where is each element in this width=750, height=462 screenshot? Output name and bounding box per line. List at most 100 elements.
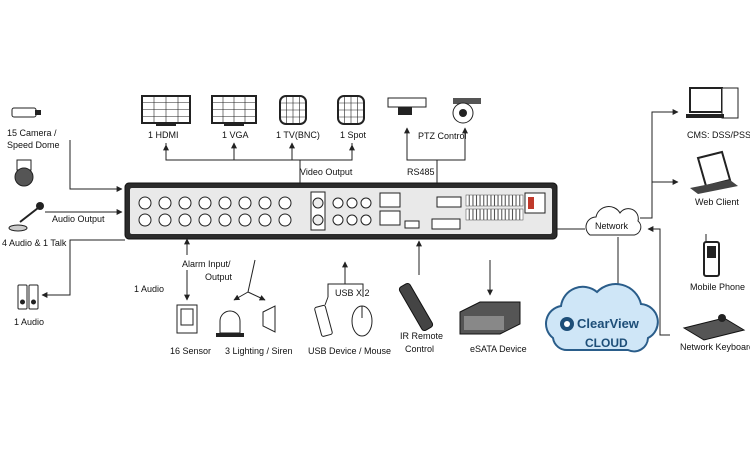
audio-output-label: Audio Output [52,214,105,224]
esata-device-icon [459,301,521,335]
camera-icon [11,107,41,187]
bnc-port [178,196,192,210]
video-output-label: Video Output [300,167,353,177]
bnc-port [198,196,212,210]
bnc-port [258,196,272,210]
terminal-pin [512,194,517,207]
microphone-icon [8,202,44,232]
terminal-block [465,194,524,221]
terminal-pin [501,194,506,207]
bnc-ports [138,196,372,227]
terminal-pin [516,208,520,221]
cms-label: CMS: DSS/PSS [687,130,750,140]
terminal-pin [480,194,484,207]
terminal-pin [483,194,488,207]
lighting-label: 3 Lighting / Siren [225,346,293,356]
siren-icon [216,305,276,337]
bnc-port [258,213,272,227]
ptz-camera-icon [387,97,481,124]
terminal-pin [490,194,495,207]
bnc-port [158,196,172,210]
terminal-pin [490,208,495,221]
ptz-label: PTZ Control [418,131,467,141]
bnc-port [178,213,192,227]
audio-port [360,214,372,226]
terminal-pin [505,194,509,207]
terminal-pin [516,194,520,207]
terminal-pin [480,208,484,221]
usb-device-label: USB Device / Mouse [308,346,391,356]
ir-remote-label: IR Remote [400,331,443,341]
sensor-label: 16 Sensor [170,346,211,356]
terminal-pin [472,194,477,207]
alarm-label: Alarm Input/ [182,259,231,269]
terminal-pin [519,208,524,221]
terminal-pin [494,194,499,207]
terminal-pin [519,194,524,207]
cloud-sub: CLOUD [585,336,628,350]
speaker-icon [17,284,39,310]
network-cloud-small [585,206,642,236]
bnc-port [138,213,152,227]
cloud-brand: ClearView [577,316,640,331]
bnc-port [218,213,232,227]
bnc-port [158,213,172,227]
clearview-cloud: ClearView CLOUD [545,283,659,353]
terminal-pin [469,208,473,221]
audio-left-label: 1 Audio [14,317,44,327]
network-label: Network [595,221,629,231]
bnc-port [238,196,252,210]
bnc-port [238,213,252,227]
ir-remote-control-label: Control [405,344,434,354]
terminal-pin [498,194,502,207]
alarm-output-label: Output [205,272,233,282]
bnc-port [138,196,152,210]
terminal-pin [469,194,473,207]
audio-talk-label: 4 Audio & 1 Talk [2,238,67,248]
bnc-port [218,196,232,210]
speed-dome-label: Speed Dome [7,140,60,150]
tv-label: 1 TV(BNC) [276,130,320,140]
terminal-pin [465,208,470,221]
camera-label: 15 Camera / [7,128,57,138]
terminal-pin [487,208,491,221]
keyboard-label: Network Keyboard [680,342,750,352]
laptop-icon [690,150,738,194]
terminal-pin [512,208,517,221]
network-keyboard-icon [682,314,746,341]
vga-label: 1 VGA [222,130,249,140]
terminal-pin [508,194,513,207]
audio-port [346,214,358,226]
terminal-pin [501,208,506,221]
audio-bottom-label: 1 Audio [134,284,164,294]
terminal-pin [498,208,502,221]
audio-port [332,214,344,226]
bnc-port [278,213,292,227]
terminal-pin [487,194,491,207]
web-client-label: Web Client [695,197,739,207]
terminal-pin [472,208,477,221]
ir-remote-icon [398,282,434,332]
audio-port [346,197,358,209]
rs485-label: RS485 [407,167,435,177]
cms-computer-icon [686,87,739,119]
terminal-pin [483,208,488,221]
sensor-icon [176,304,198,334]
audio-port [332,197,344,209]
spot-label: 1 Spot [340,130,367,140]
terminal-pin [476,194,481,207]
bnc-port [278,196,292,210]
mobile-phone-icon [703,234,720,277]
usb-x2-label: USB X 2 [335,288,370,298]
mobile-label: Mobile Phone [690,282,745,292]
dvr-unit [124,182,558,240]
hdmi-label: 1 HDMI [148,130,179,140]
terminal-pin [465,194,470,207]
audio-port [360,197,372,209]
terminal-pin [508,208,513,221]
esata-label: eSATA Device [470,344,527,354]
terminal-pin [494,208,499,221]
terminal-pin [505,208,509,221]
usb-mouse-icon [314,304,373,337]
